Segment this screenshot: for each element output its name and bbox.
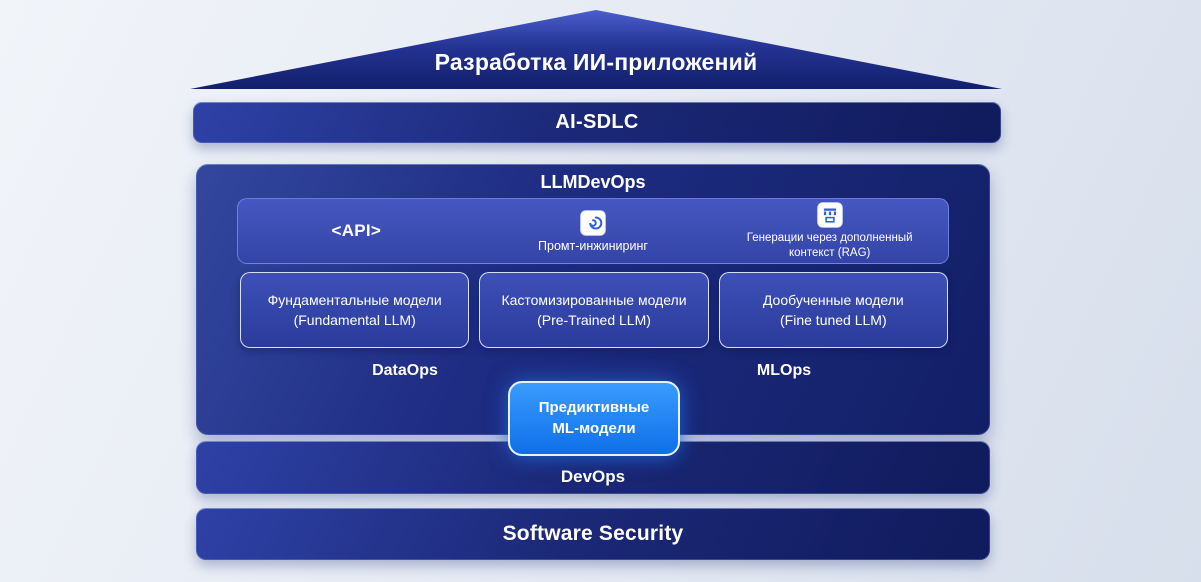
- ai-sdlc-bar: AI-SDLC: [193, 102, 1001, 143]
- rag-label: Генерации через дополненный контекст (RA…: [747, 231, 913, 261]
- software-security-label: Software Security: [502, 522, 684, 545]
- api-label: <API>: [331, 221, 382, 240]
- model-subname: (Pre-Trained LLM): [537, 312, 651, 328]
- roof-title: Разработка ИИ-приложений: [434, 49, 758, 75]
- predictive-line1: Предиктивные: [538, 399, 650, 417]
- predictive-ml-box: Предиктивные ML-модели: [508, 381, 680, 456]
- prompt-engineering-label: Промт-инжиниринг: [538, 238, 648, 253]
- model-name: Фундаментальные модели: [267, 291, 442, 308]
- rag-icon: [816, 201, 843, 228]
- devops-label: DevOps: [560, 466, 626, 486]
- prompt-engineering-cell: Промт-инжиниринг: [475, 209, 712, 253]
- model-box-fundamental: Фундаментальные модели (Fundamental LLM): [240, 272, 470, 348]
- model-name: Кастомизированные модели: [501, 291, 687, 308]
- prompt-engineering-icon: [580, 209, 606, 236]
- model-box-finetuned: Дообученные модели (Fine tuned LLM): [718, 272, 948, 348]
- predictive-line2: ML-модели: [552, 419, 636, 437]
- llmdevops-container: LLMDevOps <API> Промт-инжиниринг: [196, 164, 990, 435]
- model-subname: (Fundamental LLM): [293, 312, 416, 328]
- ai-sdlc-label: AI-SDLC: [555, 111, 639, 133]
- mlops-label: MLOps: [756, 362, 812, 379]
- llmdevops-title: LLMDevOps: [540, 172, 646, 192]
- dataops-label: DataOps: [372, 362, 438, 379]
- model-subname: (Fine tuned LLM): [780, 312, 887, 328]
- models-row: Фундаментальные модели (Fundamental LLM)…: [240, 272, 948, 348]
- rag-cell: Генерации через дополненный контекст (RA…: [711, 201, 948, 261]
- model-name: Дообученные модели: [762, 291, 904, 308]
- software-security-bar: Software Security: [196, 508, 990, 560]
- rag-label-line2: контекст (RAG): [788, 246, 871, 259]
- roof-shape: Разработка ИИ-приложений: [190, 10, 1002, 89]
- rag-label-line1: Генерации через дополненный: [746, 231, 913, 244]
- llm-capabilities-row: <API> Промт-инжиниринг: [237, 198, 949, 264]
- model-box-pretrained: Кастомизированные модели (Pre-Trained LL…: [479, 272, 709, 348]
- api-cell: <API>: [238, 221, 475, 241]
